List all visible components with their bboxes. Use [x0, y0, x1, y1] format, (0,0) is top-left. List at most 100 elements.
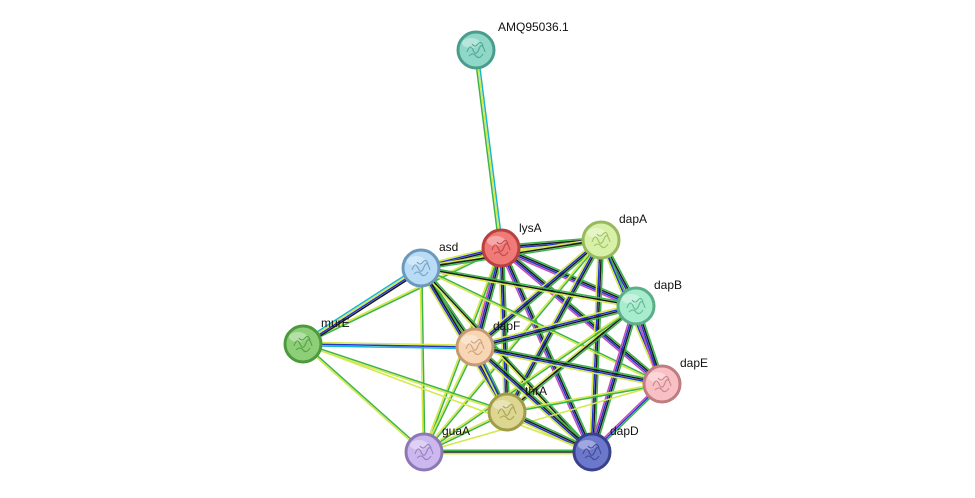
edge-asd-mure[interactable]: [301, 265, 423, 347]
node-dapb[interactable]: dapB: [616, 278, 682, 326]
node-dape[interactable]: dapE: [642, 356, 708, 404]
node-dapf[interactable]: dapF: [455, 319, 520, 367]
protein-structure-icon: [465, 338, 485, 356]
edge-evidence-line: [506, 382, 662, 412]
edge-evidence-line: [474, 347, 662, 386]
edge-evidence-line: [302, 266, 421, 344]
node-circle: [481, 228, 521, 268]
protein-structure-icon: [582, 443, 602, 461]
edge-asd-guaa[interactable]: [419, 267, 426, 453]
edge-evidence-line: [303, 342, 426, 452]
node-circle: [404, 432, 444, 472]
edge-evidence-line: [473, 347, 592, 454]
node-lysa[interactable]: lysA: [481, 221, 542, 268]
edge-evidence-line: [303, 248, 502, 346]
node-thra[interactable]: thrA: [487, 384, 547, 432]
node-label: dapB: [654, 278, 682, 292]
node-highlight: [410, 440, 428, 450]
node-circle: [401, 248, 441, 288]
edge-evidence-line: [473, 50, 501, 249]
edge-evidence-line: [421, 265, 637, 306]
node-highlight: [587, 228, 605, 238]
edge-evidence-line: [301, 344, 424, 454]
node-label: guaA: [442, 424, 470, 438]
node-label: lysA: [519, 221, 542, 235]
node-circle: [642, 364, 682, 404]
edge-evidence-line: [474, 304, 636, 347]
nodes-layer: AMQ95036.1 lysA dapA asd dapB murE dapF dapE thr…: [283, 20, 708, 472]
edge-evidence-line: [501, 247, 509, 412]
edge-dapa-dapf[interactable]: [472, 237, 604, 350]
edge-amq95036-1-lysa[interactable]: [473, 49, 504, 249]
node-asd[interactable]: asd: [401, 240, 458, 288]
edge-evidence-line: [303, 268, 422, 346]
edge-mure-dapd[interactable]: [302, 343, 593, 453]
node-circle: [456, 30, 496, 70]
edge-guaa-dapd[interactable]: [424, 449, 592, 455]
node-guaa[interactable]: guaA: [404, 424, 470, 472]
edge-evidence-line: [501, 247, 594, 452]
edge-dapa-dapd[interactable]: [588, 239, 605, 453]
edge-dape-thra[interactable]: [506, 382, 663, 414]
node-circle: [487, 392, 527, 432]
protein-structure-icon: [491, 239, 511, 257]
edge-evidence-line: [472, 348, 591, 455]
node-dapd[interactable]: dapD: [572, 424, 639, 472]
node-circle: [616, 286, 656, 326]
edge-evidence-line: [302, 343, 476, 348]
node-label: thrA: [525, 384, 547, 398]
protein-structure-icon: [626, 297, 646, 315]
edge-guaa-mure[interactable]: [301, 342, 426, 454]
edge-evidence-line: [302, 343, 593, 453]
node-amq95036-1[interactable]: AMQ95036.1: [456, 20, 569, 70]
edge-evidence-line: [497, 248, 506, 413]
edge-evidence-line: [502, 247, 511, 412]
edge-evidence-line: [475, 345, 663, 384]
edge-evidence-line: [588, 239, 600, 452]
edge-dapf-dape[interactable]: [474, 343, 663, 388]
edge-dapf-mure[interactable]: [302, 341, 476, 350]
edge-evidence-line: [302, 344, 475, 350]
node-highlight: [289, 332, 307, 342]
node-circle: [455, 327, 495, 367]
node-highlight: [462, 38, 480, 48]
edge-evidence-line: [501, 246, 664, 384]
edge-evidence-line: [302, 246, 501, 344]
protein-structure-icon: [591, 231, 611, 249]
protein-structure-icon: [497, 403, 517, 421]
edge-dapa-guaa[interactable]: [422, 238, 603, 454]
edge-evidence-line: [476, 49, 504, 248]
edge-dapb-guaa[interactable]: [423, 304, 637, 454]
protein-structure-icon: [466, 41, 486, 59]
node-label: dapA: [619, 212, 647, 226]
edge-evidence-line: [421, 267, 426, 452]
edge-evidence-line: [501, 244, 638, 305]
edge-evidence-line: [303, 269, 423, 347]
edge-evidence-line: [424, 240, 603, 454]
edge-evidence-line: [590, 305, 636, 452]
protein-structure-icon: [414, 443, 434, 461]
node-dapa[interactable]: dapA: [581, 212, 647, 260]
edge-evidence-line: [592, 306, 638, 453]
edge-lysa-thra[interactable]: [497, 247, 511, 413]
edge-evidence-line: [422, 238, 601, 452]
edge-dapb-dapd[interactable]: [588, 305, 640, 453]
node-mure[interactable]: murE: [283, 316, 350, 364]
node-highlight: [407, 256, 425, 266]
edge-evidence-line: [502, 246, 596, 452]
node-label: dapE: [680, 356, 708, 370]
node-highlight: [622, 294, 640, 304]
edge-evidence-line: [421, 266, 663, 384]
node-highlight: [578, 440, 596, 450]
edge-dape-guaa[interactable]: [423, 383, 663, 453]
edge-dapb-dapf[interactable]: [474, 302, 637, 351]
edge-evidence-line: [475, 307, 637, 351]
edge-evidence-line: [473, 238, 601, 347]
edge-lysa-mure[interactable]: [302, 246, 502, 346]
edge-asd-dapb[interactable]: [420, 265, 637, 309]
edge-dapf-dapd[interactable]: [472, 344, 595, 455]
node-label: dapD: [610, 424, 639, 438]
edge-evidence-line: [475, 343, 663, 383]
node-highlight: [461, 335, 479, 345]
